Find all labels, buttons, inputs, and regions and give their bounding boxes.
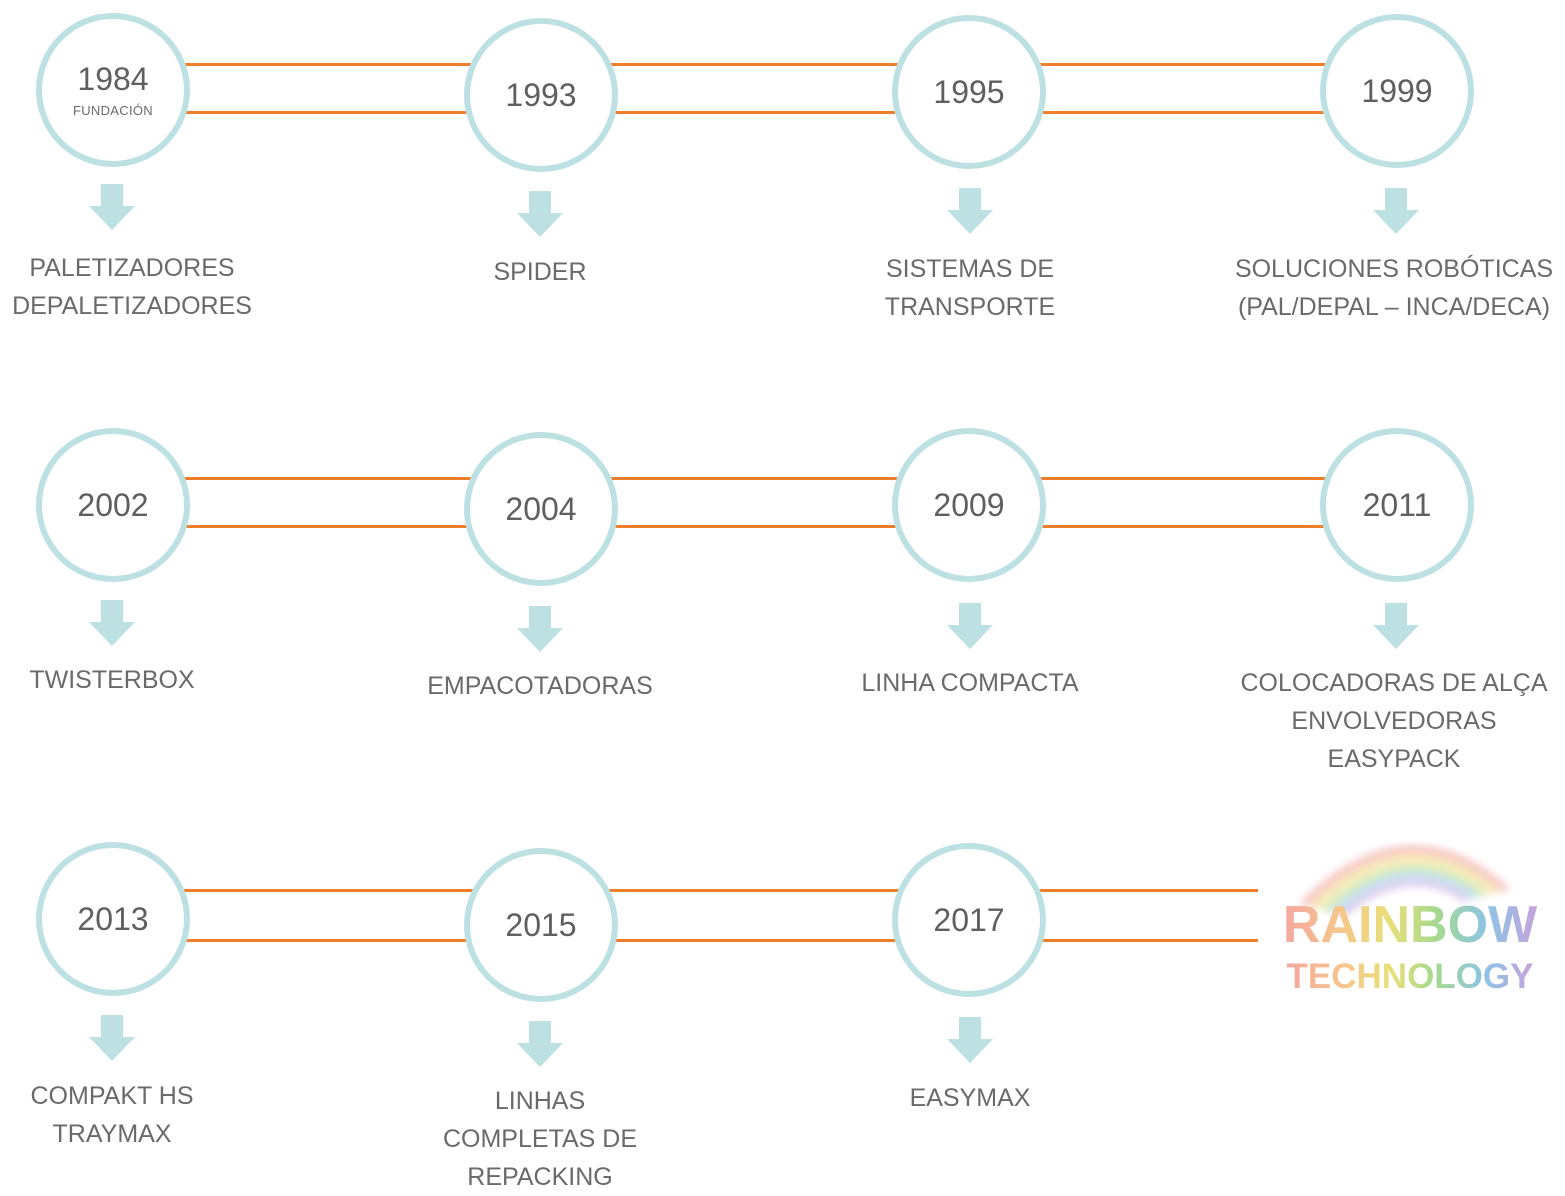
milestone-label-line: EMPACOTADORAS (427, 672, 653, 700)
down-arrow-icon (89, 600, 135, 646)
milestone-label-line: EASYMAX (909, 1084, 1031, 1112)
milestone-year: 1999 (1361, 73, 1433, 109)
milestone-year: 2002 (77, 487, 149, 523)
timeline-line-row3-top (112, 889, 1258, 892)
down-arrow-icon (1373, 188, 1419, 234)
down-arrow-icon (1373, 603, 1419, 649)
milestone-label: PALETIZADORES DEPALETIZADORES (0, 249, 332, 325)
milestone-label-line: TWISTERBOX (29, 666, 195, 694)
down-arrow-icon (517, 191, 563, 237)
timeline-line-row2-bottom (112, 525, 1396, 528)
milestone-2015-circle: 2015 (464, 848, 618, 1002)
milestone-2002-circle: 2002 (36, 428, 190, 582)
milestone-2013-circle: 2013 (36, 842, 190, 996)
milestone-1993-circle: 1993 (464, 18, 618, 172)
timeline-line-row3-bottom (112, 939, 1258, 942)
milestone-year: 2013 (77, 901, 149, 937)
down-arrow-icon (517, 606, 563, 652)
down-arrow-icon (517, 1021, 563, 1067)
milestone-1995-circle: 1995 (892, 15, 1046, 169)
milestone-label-line: TRAYMAX (52, 1120, 172, 1148)
rainbow-technology-logo: RAINBOW TECHNOLOGY (1283, 844, 1538, 996)
rainbow-arc-icon (1299, 844, 1510, 918)
milestone-label-line: PALETIZADORES (29, 254, 235, 282)
milestone-year: 2009 (933, 487, 1005, 523)
milestone-2004-circle: 2004 (464, 432, 618, 586)
milestone-label: LINHA COMPACTA (770, 664, 1170, 702)
milestone-label: SPIDER (340, 253, 740, 291)
milestone-label: EASYMAX (770, 1079, 1170, 1117)
milestone-year: 1993 (505, 77, 577, 113)
milestone-1999-circle: 1999 (1320, 14, 1474, 168)
milestone-label-line: EASYPACK (1327, 745, 1461, 773)
milestone-year: 1995 (933, 74, 1005, 110)
milestone-label: TWISTERBOX (0, 661, 312, 699)
milestone-subtitle: FUNDACIÓN (73, 102, 153, 118)
milestone-label-line: SOLUCIONES ROBÓTICAS (1234, 255, 1554, 283)
milestone-label-line: (PAL/DEPAL – INCA/DECA) (1237, 293, 1551, 321)
milestone-year: 2017 (933, 902, 1005, 938)
milestone-year: 2015 (505, 907, 577, 943)
milestone-label: COLOCADORAS DE ALÇA ENVOLVEDORAS EASYPAC… (1194, 664, 1565, 778)
milestone-label: COMPAKT HS TRAYMAX (0, 1077, 312, 1153)
down-arrow-icon (89, 184, 135, 230)
milestone-2017-circle: 2017 (892, 843, 1046, 997)
down-arrow-icon (89, 1015, 135, 1061)
milestone-year: 1984 (77, 60, 149, 97)
milestone-label-line: COLOCADORAS DE ALÇA (1240, 669, 1548, 697)
milestone-2009-circle: 2009 (892, 428, 1046, 582)
down-arrow-icon (947, 1017, 993, 1063)
milestone-label-line: DEPALETIZADORES (12, 292, 252, 320)
milestone-label-line: COMPAKT HS (30, 1082, 194, 1110)
logo-text-rainbow: RAINBOW (1283, 896, 1538, 954)
down-arrow-icon (947, 188, 993, 234)
logo-text-technology: TECHNOLOGY (1287, 957, 1534, 996)
milestone-year: 2004 (505, 491, 577, 527)
milestone-1984-circle: 1984 FUNDACIÓN (36, 13, 190, 167)
milestone-label-line: LINHAS (494, 1087, 586, 1115)
milestone-label: SOLUCIONES ROBÓTICAS (PAL/DEPAL – INCA/D… (1194, 250, 1565, 326)
down-arrow-icon (947, 603, 993, 649)
timeline-line-row2-top (112, 477, 1396, 480)
milestone-label-line: SISTEMAS DE (885, 255, 1055, 283)
milestone-year: 2011 (1362, 487, 1432, 523)
timeline-line-row1-bottom (112, 111, 1396, 114)
milestone-label-line: LINHA COMPACTA (861, 669, 1079, 697)
timeline-line-row1-top (112, 63, 1396, 66)
milestone-label: LINHAS COMPLETAS DE REPACKING (340, 1082, 740, 1196)
milestone-label-line: TRANSPORTE (884, 293, 1056, 321)
milestone-label: SISTEMAS DE TRANSPORTE (770, 250, 1170, 326)
milestone-label-line: REPACKING (467, 1163, 613, 1191)
milestone-2011-circle: 2011 (1320, 428, 1474, 582)
milestone-label-line: COMPLETAS DE (442, 1125, 638, 1153)
milestone-label: EMPACOTADORAS (340, 667, 740, 705)
milestone-label-line: ENVOLVEDORAS (1291, 707, 1497, 735)
milestone-label-line: SPIDER (493, 258, 587, 286)
